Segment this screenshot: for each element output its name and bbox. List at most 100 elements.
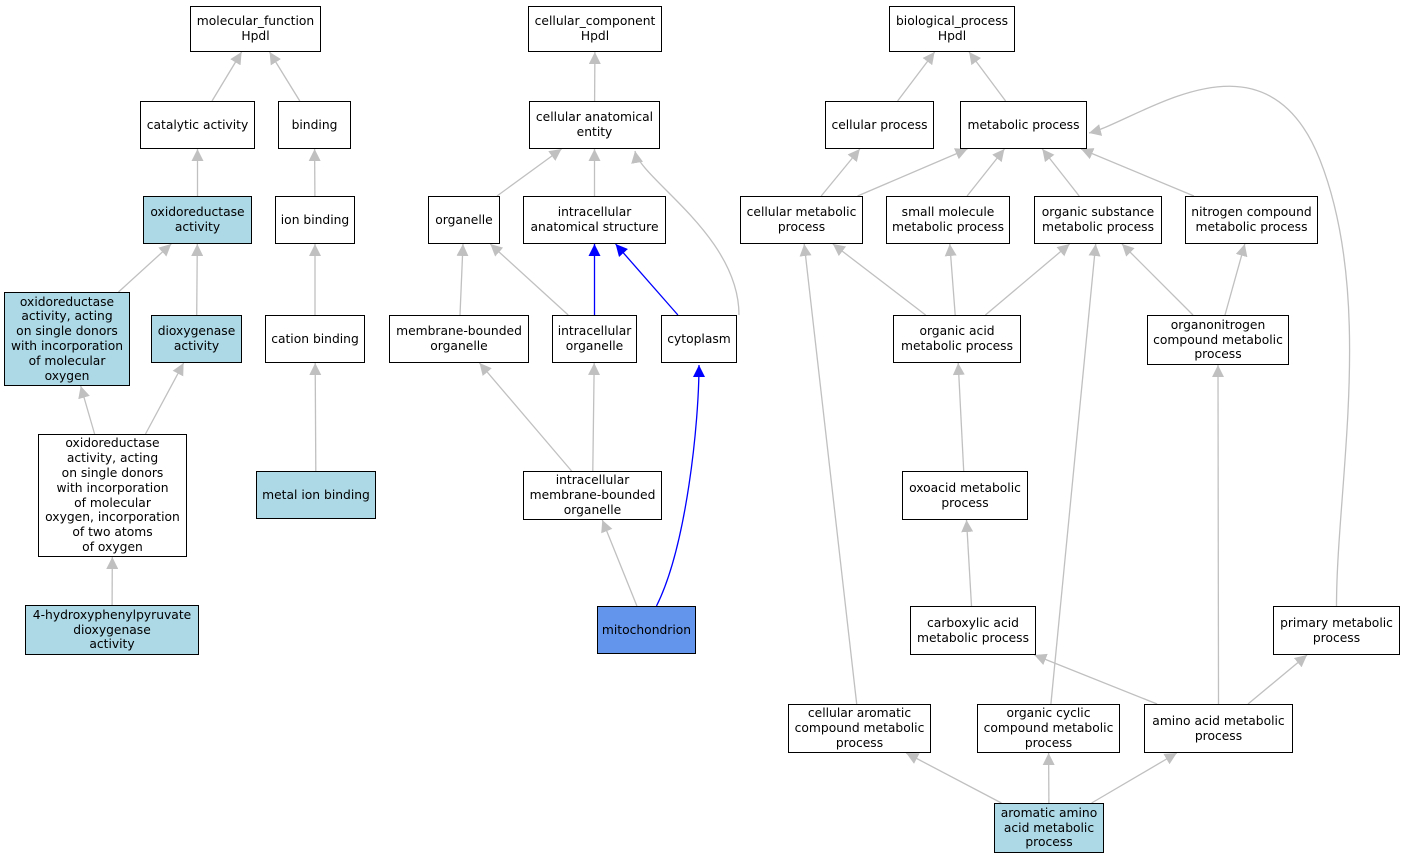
node-label-line: with incorporation [56,480,169,495]
edge-carboxylic-to-oxoacid [961,519,974,607]
node-label-line: with incorporation [10,339,124,353]
node-label-line: cellular_component [534,14,656,29]
edge-organic_acid-to-cellular_metabolic [832,243,926,316]
node-label-line: acid metabolic [1003,820,1095,835]
node-label-line: metal ion binding [262,487,370,502]
node-label-line: intracellular [557,205,632,220]
node-cellular-process[interactable]: cellular process [825,101,934,149]
edge-metabolic_process-to-bp_root [968,51,1007,102]
edge-oxoacid-to-organic_acid [952,362,965,472]
edge-oxido_single-to-oxidoreductase [118,243,172,293]
edge-mitochondrion-to-intracellular_mbo [601,519,638,607]
node-label-line: biological_process [895,14,1009,29]
edge-mitochondrion-to-cytoplasm [655,364,705,607]
edge-membrane_bounded-to-organelle [456,243,469,316]
node-label-line: binding [291,117,338,132]
edge-aromatic_amino-to-amino_acid [1091,752,1178,804]
edge-nitrogen_compound-to-metabolic_process [1080,148,1195,197]
node-metabolic-process[interactable]: metabolic process [960,101,1087,149]
edge-oxido_two_atoms-to-oxido_single [78,385,96,435]
edge-oxido_two_atoms-to-dioxygenase [144,362,185,435]
node-label-line: organelle [563,502,622,517]
node-label-line: process [1024,735,1073,750]
node-label-line: cellular anatomical [535,110,654,125]
node-label-line: oxidoreductase [150,205,245,220]
node-label-line: process [941,495,989,510]
node-label-line: metabolic process [1042,220,1154,234]
node-label-line: activity [173,339,220,353]
node-label-line: organelle [430,339,488,353]
node-label-line: on single donors [16,324,118,339]
edge-cellular_aromatic-to-cellular_metabolic [799,243,858,705]
node-label-line: process [1194,728,1243,743]
node-catalytic-activity[interactable]: catalytic activity [140,101,255,149]
node-label-line: process [777,220,826,234]
node-mitochondrion[interactable]: mitochondrion [597,606,696,654]
node-label-line: cellular process [831,117,928,132]
node-label-line: of oxygen [82,539,143,554]
node-label-line: compound metabolic [1153,332,1283,347]
edge-amino_acid-to-organonitrogen [1212,364,1225,705]
node-label-line: activity, acting [21,309,113,324]
node-label-line: process [1025,835,1073,850]
node-binding[interactable]: binding [278,101,351,149]
node-label-line: cellular aromatic [807,706,912,721]
node-label-line: compound metabolic [983,721,1114,736]
edge-primary_metabolic-to-metabolic_process [1088,85,1351,607]
node-label-line: Hpdl [937,29,967,43]
node-label-line: oxygen [44,368,90,383]
edge-organic_acid-to-organic_substance [984,243,1071,316]
edge-intracellular_mbo-to-intracellular_org [588,362,601,472]
edge-metal_ion-to-cation_binding [309,362,322,472]
node-label-line: on single donors [61,465,164,480]
node-label-line: membrane-bounded [396,324,522,339]
edge-organonitrogen-to-organic_substance [1121,243,1194,316]
node-ion-binding[interactable]: ion binding [275,196,355,244]
node-label-line: organelle [435,212,493,227]
edge-small_molecule-to-metabolic_process [966,148,1005,197]
node-label-line: of molecular [28,353,106,368]
node-cytoplasm[interactable]: cytoplasm [661,315,737,363]
edge-aromatic_amino-to-cellular_aromatic [905,752,1002,804]
edge-amino_acid-to-carboxylic [1034,653,1158,705]
node-label-line: metabolic process [892,220,1004,234]
node-label-line: membrane-bounded [529,488,656,503]
node-label-line: of molecular [74,495,151,510]
node-cation-binding[interactable]: cation binding [265,315,365,363]
edge-organic_acid-to-small_molecule [944,243,957,316]
node-label-line: process [1312,630,1361,645]
node-label-line: organic acid [919,324,995,339]
node-metal-ion-binding[interactable]: metal ion binding [256,471,376,519]
edge-dioxygenase-to-oxidoreductase [191,243,204,316]
edge-cellular_metabolic-to-metabolic_process [857,148,968,197]
node-label-line: compound metabolic [794,721,925,736]
edge-organelle-to-cae [496,148,562,197]
node-organelle[interactable]: organelle [428,196,500,244]
